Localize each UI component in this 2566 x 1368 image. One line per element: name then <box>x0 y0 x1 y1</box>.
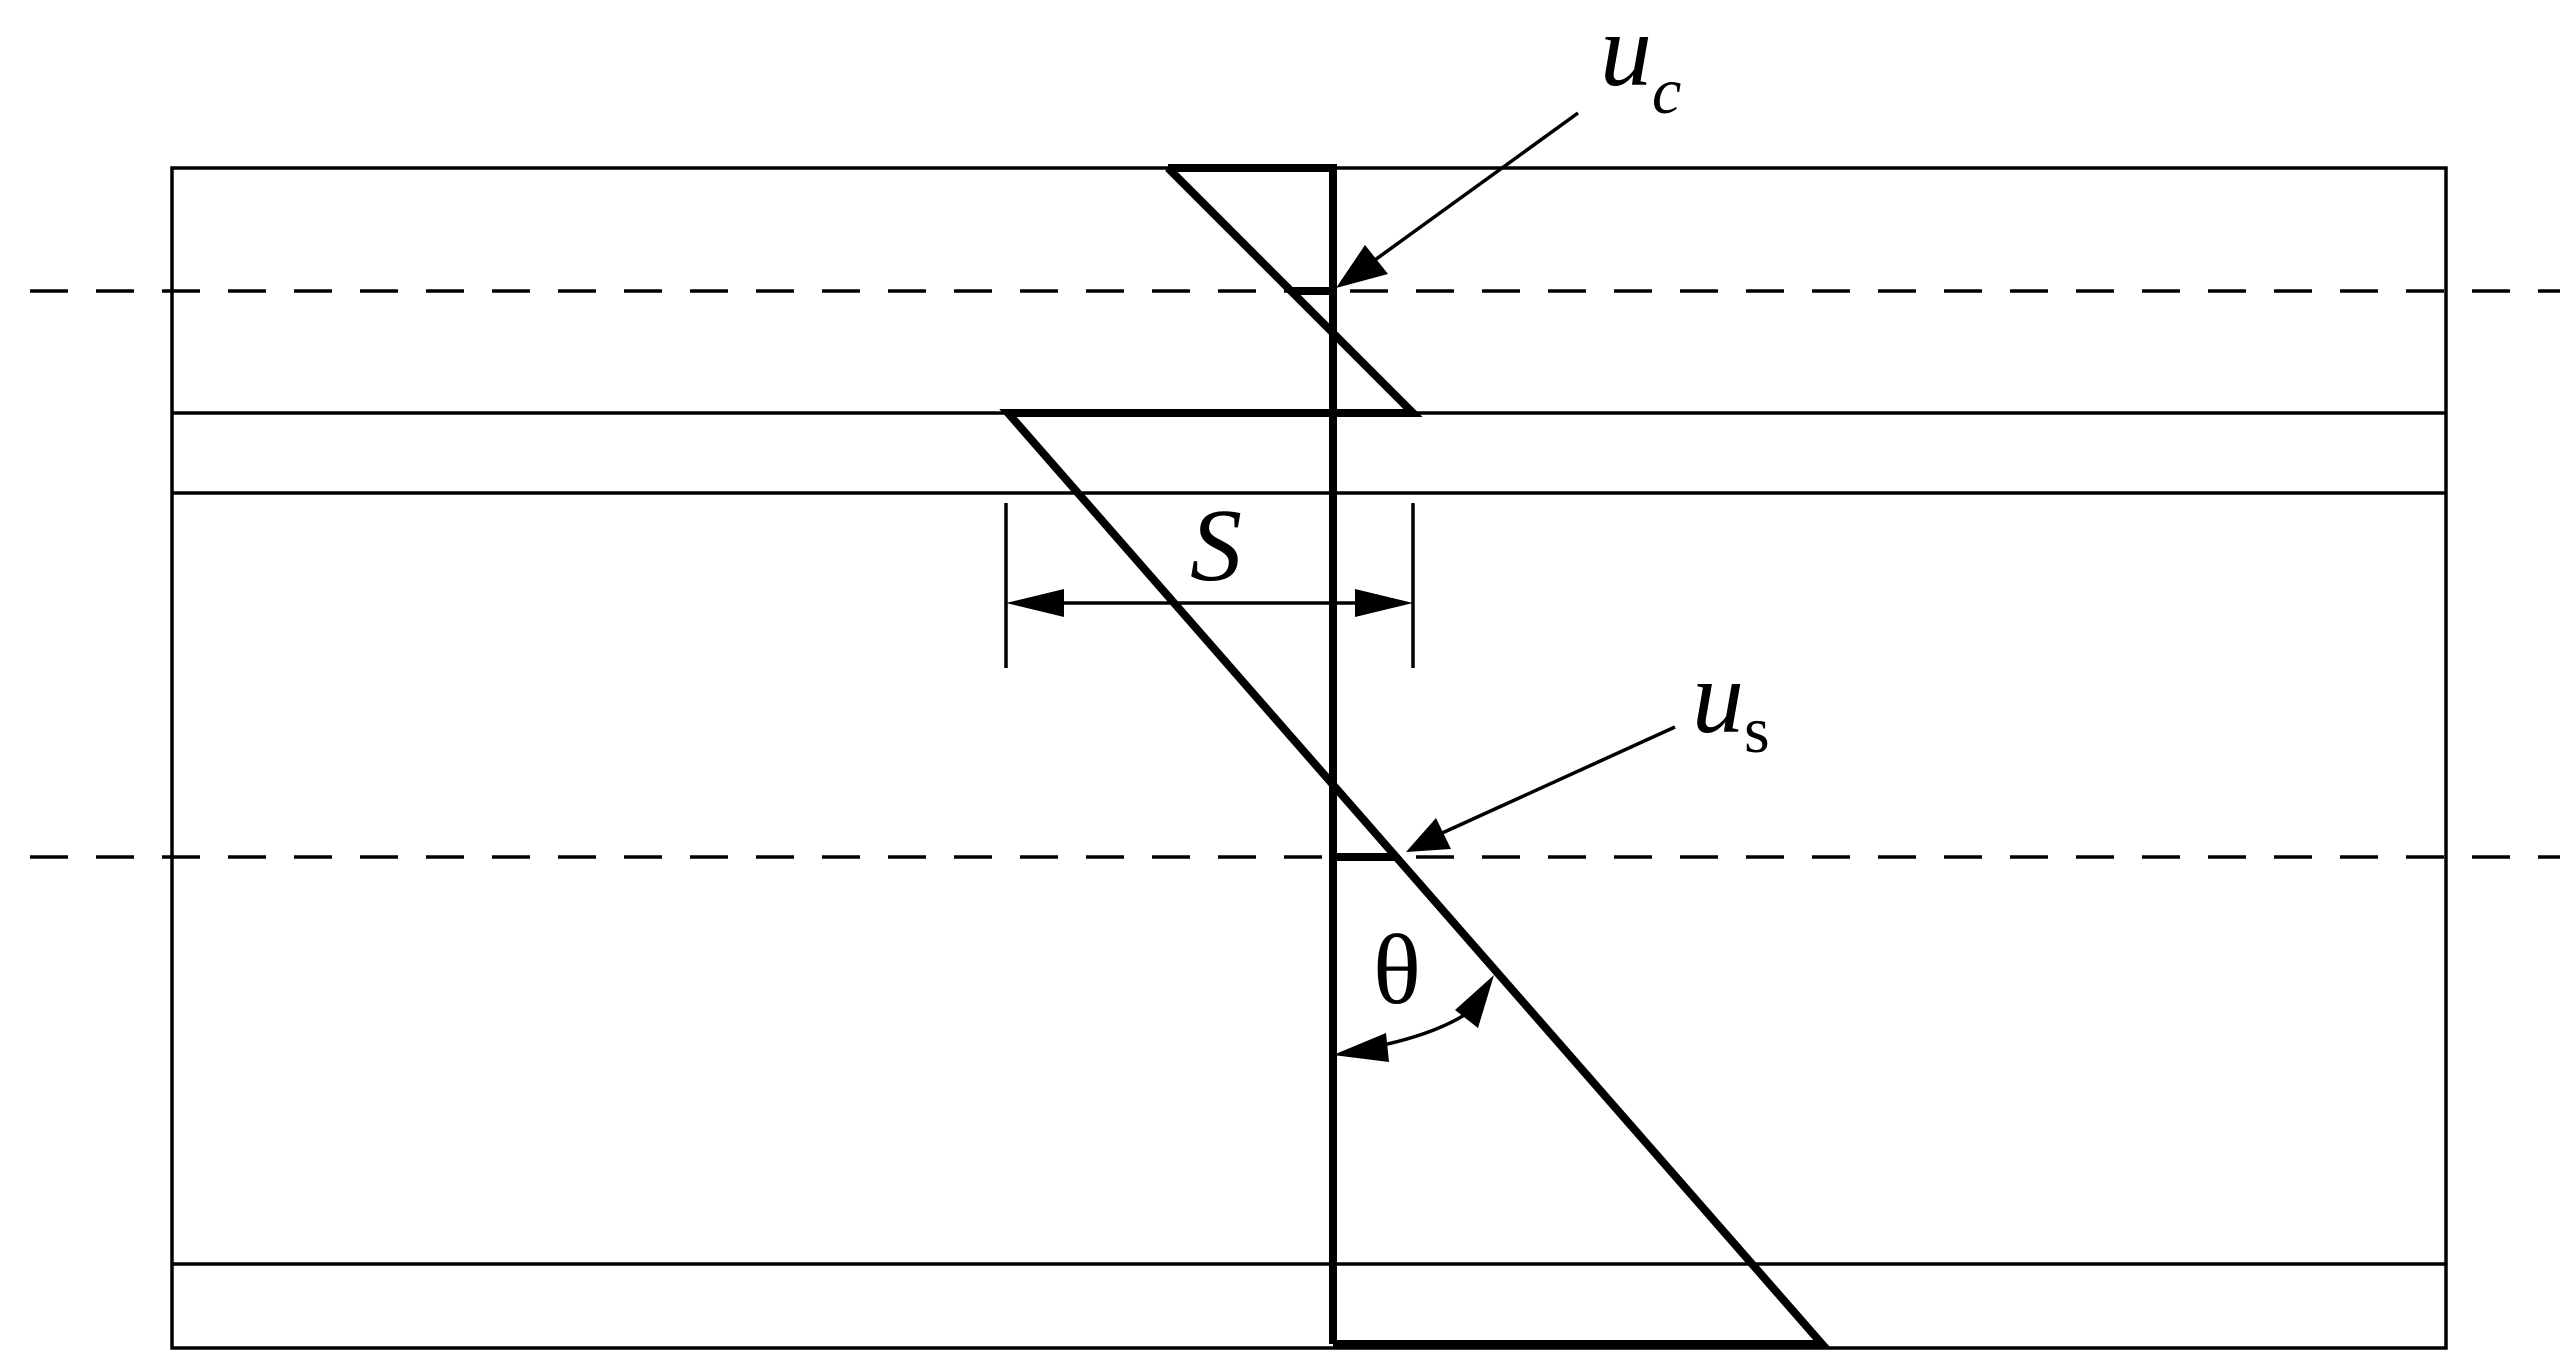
theta-arrow-right <box>1455 975 1494 1028</box>
slip-arrow-right <box>1355 589 1413 617</box>
us-label: us <box>1692 640 1770 767</box>
us-leader-arrow <box>1406 818 1451 852</box>
uc-label: uc <box>1600 0 1681 128</box>
slip-label: S <box>1190 488 1242 603</box>
slip-arrow-left <box>1006 589 1064 617</box>
us-leader-line <box>1439 725 1676 836</box>
theta-label: θ <box>1373 914 1421 1025</box>
uc-leader-arrow <box>1336 245 1388 288</box>
theta-arrow-left <box>1333 1033 1389 1062</box>
steel-strain-profile <box>999 409 1831 1348</box>
uc-leader-line <box>1366 111 1580 267</box>
